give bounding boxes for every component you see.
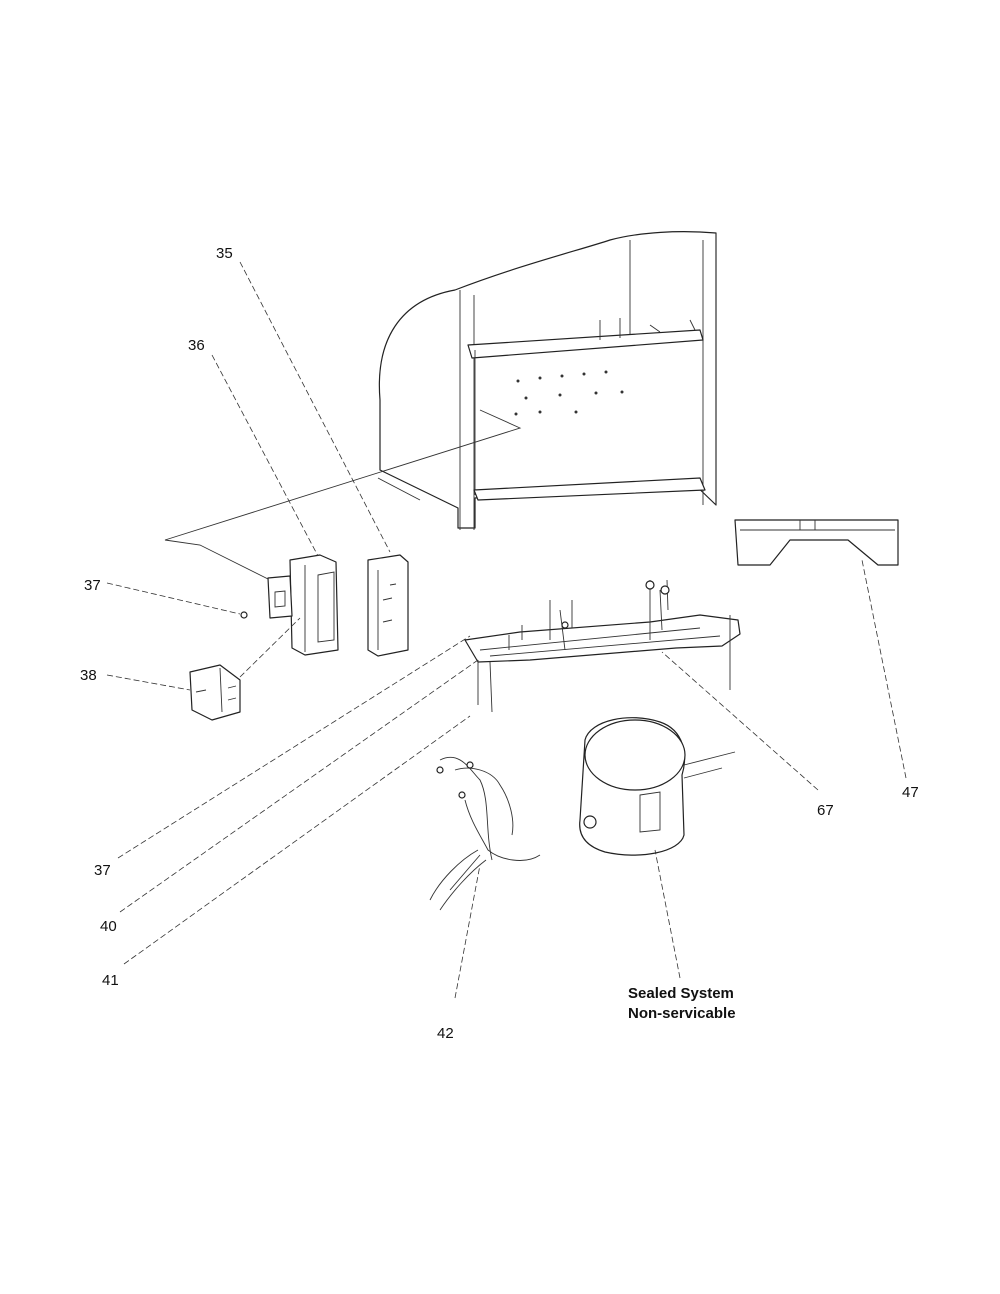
part-40-41-fasteners bbox=[477, 660, 493, 713]
compressor bbox=[579, 717, 736, 856]
part-38-relay bbox=[189, 664, 241, 721]
leader-lines bbox=[106, 261, 907, 999]
part-67-base-rail bbox=[464, 579, 741, 690]
callout-67: 67 bbox=[817, 802, 834, 819]
sealed-system-note-line2: Non-servicable bbox=[628, 1005, 736, 1022]
part-47-bracket bbox=[734, 519, 899, 566]
callout-37-lower: 37 bbox=[94, 862, 111, 879]
callout-36: 36 bbox=[188, 337, 205, 354]
part-36-control-box bbox=[267, 554, 339, 656]
part-35-cover bbox=[367, 554, 409, 657]
cabinet-holes bbox=[514, 370, 624, 416]
part-42-wire-harness bbox=[429, 757, 541, 911]
callout-40: 40 bbox=[100, 918, 117, 935]
part-37-screw-small bbox=[240, 611, 248, 619]
callout-41: 41 bbox=[102, 972, 119, 989]
callout-38: 38 bbox=[80, 667, 97, 684]
callout-35: 35 bbox=[216, 245, 233, 262]
callout-42: 42 bbox=[437, 1025, 454, 1042]
sealed-system-note-line1: Sealed System bbox=[628, 985, 734, 1002]
cabinet-assembly bbox=[164, 231, 717, 581]
callout-37-upper: 37 bbox=[84, 577, 101, 594]
callout-47: 47 bbox=[902, 784, 919, 801]
